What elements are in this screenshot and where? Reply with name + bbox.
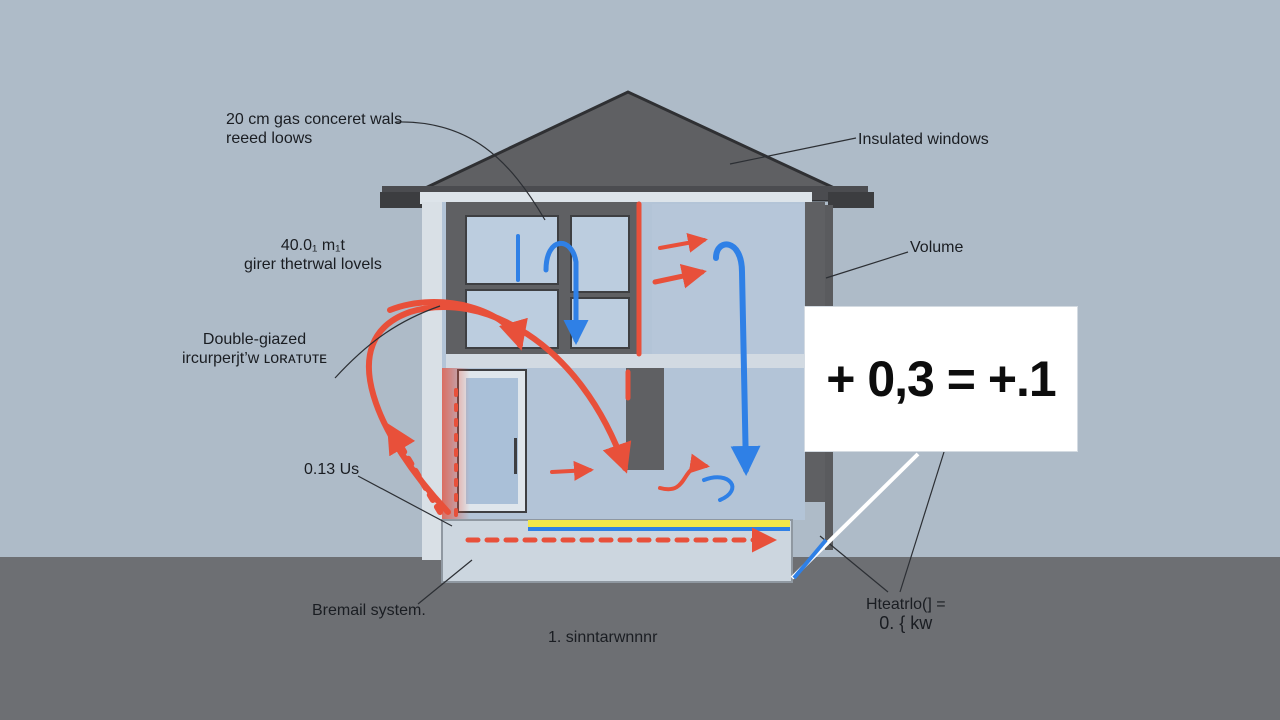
label-heat-load: Hteatrlo(] = 0. { kw [866, 595, 946, 633]
leader-volume [825, 251, 909, 279]
result-box: + 0,3 = +.1 [804, 306, 1078, 452]
leader-heatload [899, 451, 945, 593]
ground [0, 557, 1280, 720]
label-walls-line-1: 20 cm gas conceret wals [226, 111, 403, 128]
leader-heatload-2 [819, 535, 889, 593]
label-thermal-line-2: girer thetrwal lovels [244, 256, 382, 273]
label-underfloor: 1. sinntarwnnnr [548, 629, 658, 646]
cool-arrow-down-large [713, 241, 761, 476]
upper-window-2 [570, 215, 630, 293]
label-walls: 20 cm gas conceret wals reeed loows [226, 110, 402, 148]
label-glazing-line-2: ircurperjt’ᴡ ʟᴏʀᴀᴛᴜᴛᴇ [182, 350, 327, 367]
lower-partition [626, 368, 664, 470]
label-volume: Volume [910, 239, 964, 256]
label-thermal-line-1: 40.0₁ m₁t [280, 237, 345, 254]
leader-glazing [334, 305, 441, 379]
wall-left [422, 202, 442, 560]
cool-arrow-hook [543, 241, 589, 345]
leader-walls [395, 121, 546, 221]
leader-windows [729, 137, 857, 165]
label-heat-load-line-1: Hteatrlo(] = [866, 596, 946, 613]
label-thermal: 40.0₁ m₁t girer thetrwal lovels [244, 236, 382, 274]
heat-flow [366, 201, 777, 553]
floor-slab [446, 354, 804, 368]
cool-flow [516, 234, 761, 502]
result-formula: + 0,3 = +.1 [826, 351, 1056, 407]
label-heat-load-line-2: 0. { kw [879, 613, 933, 633]
label-glazing-line-1: Double-giazed [202, 331, 307, 348]
upper-window-4 [570, 297, 630, 349]
result-pointer-tip [792, 538, 828, 580]
leader-system [417, 559, 473, 605]
leader-lines [334, 121, 945, 605]
heat-arrow-right-1 [658, 233, 708, 253]
upper-window-1 [465, 215, 559, 285]
heat-arrow-right-2 [652, 263, 707, 289]
label-windows: Insulated windows [858, 131, 989, 148]
cool-swirl [702, 475, 735, 502]
door-glass [466, 378, 518, 504]
label-u-value: 0.13 Us [304, 461, 360, 478]
floor-heating-blue [528, 527, 790, 531]
heat-arrow-left-up [386, 422, 443, 515]
heat-arrow-lower-2 [658, 453, 710, 492]
ceiling-trim [420, 192, 812, 204]
house [380, 90, 874, 583]
label-system: Bremail system. [312, 602, 426, 619]
floor-heating-yellow [528, 520, 790, 527]
gutter-left [380, 192, 422, 208]
label-glazing: Double-giazed ircurperjt’ᴡ ʟᴏʀᴀᴛᴜᴛᴇ [182, 330, 327, 368]
door-handle [514, 438, 517, 474]
roof [399, 90, 861, 202]
upper-window-3 [465, 289, 559, 349]
leader-u [357, 475, 453, 527]
heat-arrow-arc-small [387, 299, 528, 351]
heat-arrow-lower-1 [550, 460, 594, 481]
label-walls-line-2: reeed loows [226, 130, 313, 147]
gutter-right [828, 192, 874, 208]
